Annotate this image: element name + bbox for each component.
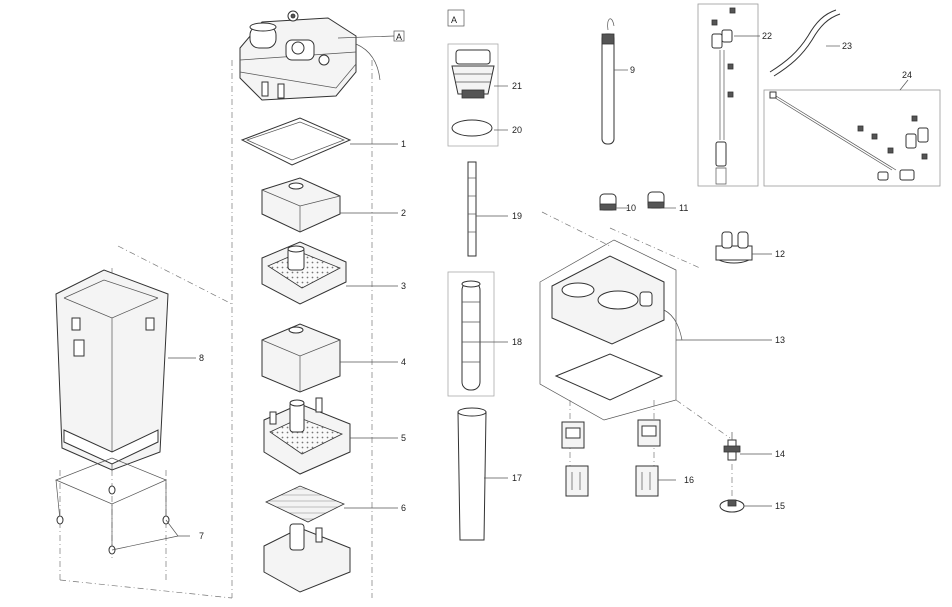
callout-17: 17 — [512, 473, 522, 483]
detail-a-column: A — [447, 9, 508, 541]
callout-12: 12 — [775, 249, 785, 259]
part-20-o-ring — [451, 119, 508, 137]
part-22-intake-set — [711, 7, 760, 185]
part-16-clips — [561, 419, 676, 497]
part-12-valve-adapter — [715, 231, 772, 264]
detail-marker-a-box — [447, 9, 465, 27]
callout-21: 21 — [512, 81, 522, 91]
callout-24: 24 — [902, 70, 912, 80]
part-21-valve-head — [451, 49, 508, 99]
part-19-rod — [467, 161, 508, 257]
callout-15: 15 — [775, 501, 785, 511]
callout-4: 4 — [401, 357, 406, 367]
hose-kit-inset — [697, 3, 941, 187]
part-8-canister-body — [55, 269, 196, 471]
detail-marker-a-small: A — [396, 32, 402, 42]
part-17-heater-sleeve — [457, 407, 508, 541]
part-23-hose — [769, 9, 841, 77]
part-24-outlet-set — [769, 79, 929, 181]
detail-a-frame-mid — [447, 271, 495, 397]
callout-14: 14 — [775, 449, 785, 459]
part-18-heater-segments — [461, 280, 508, 391]
callout-13: 13 — [775, 335, 785, 345]
inset-frame-24 — [763, 89, 941, 187]
right-assembly — [539, 18, 772, 513]
part-6-filter-media-sheet — [263, 485, 398, 593]
inset-frame-22 — [697, 3, 759, 187]
callout-5: 5 — [401, 433, 406, 443]
part-4-foam-block — [261, 323, 398, 393]
callout-23: 23 — [842, 41, 852, 51]
pump-head-top — [239, 10, 395, 101]
canister-assembly — [55, 245, 233, 599]
part-3-filter-basket — [261, 241, 398, 305]
callout-6: 6 — [401, 503, 406, 513]
callout-10: 10 — [626, 203, 636, 213]
detail-a-frame-top — [447, 43, 499, 147]
callout-20: 20 — [512, 125, 522, 135]
callout-9: 9 — [630, 65, 635, 75]
callout-8: 8 — [199, 353, 204, 363]
part-9-heater-tube — [601, 18, 628, 145]
callout-16: 16 — [684, 475, 694, 485]
callout-3: 3 — [401, 281, 406, 291]
callout-22: 22 — [762, 31, 772, 41]
callout-1: 1 — [401, 139, 406, 149]
part-13-pump-head — [539, 211, 772, 470]
part-14-impeller — [675, 399, 772, 461]
part-10-cap — [599, 193, 628, 211]
part-15-impeller-cover — [719, 464, 772, 513]
part-7-feet — [55, 457, 190, 555]
callout-7: 7 — [199, 531, 204, 541]
part-5-filter-basket — [263, 397, 398, 475]
callout-18: 18 — [512, 337, 522, 347]
callout-2: 2 — [401, 208, 406, 218]
part-2-foam-pad — [261, 177, 398, 233]
filter-stack: A — [231, 10, 405, 598]
callout-11: 11 — [679, 203, 688, 213]
callout-19: 19 — [512, 211, 522, 221]
detail-marker-a: A — [451, 15, 457, 25]
callout-labels: 1 2 3 4 5 6 7 8 9 10 11 12 13 14 15 16 1… — [199, 31, 912, 541]
part-1-seal-ring — [240, 117, 398, 166]
part-11-cap — [647, 191, 676, 209]
